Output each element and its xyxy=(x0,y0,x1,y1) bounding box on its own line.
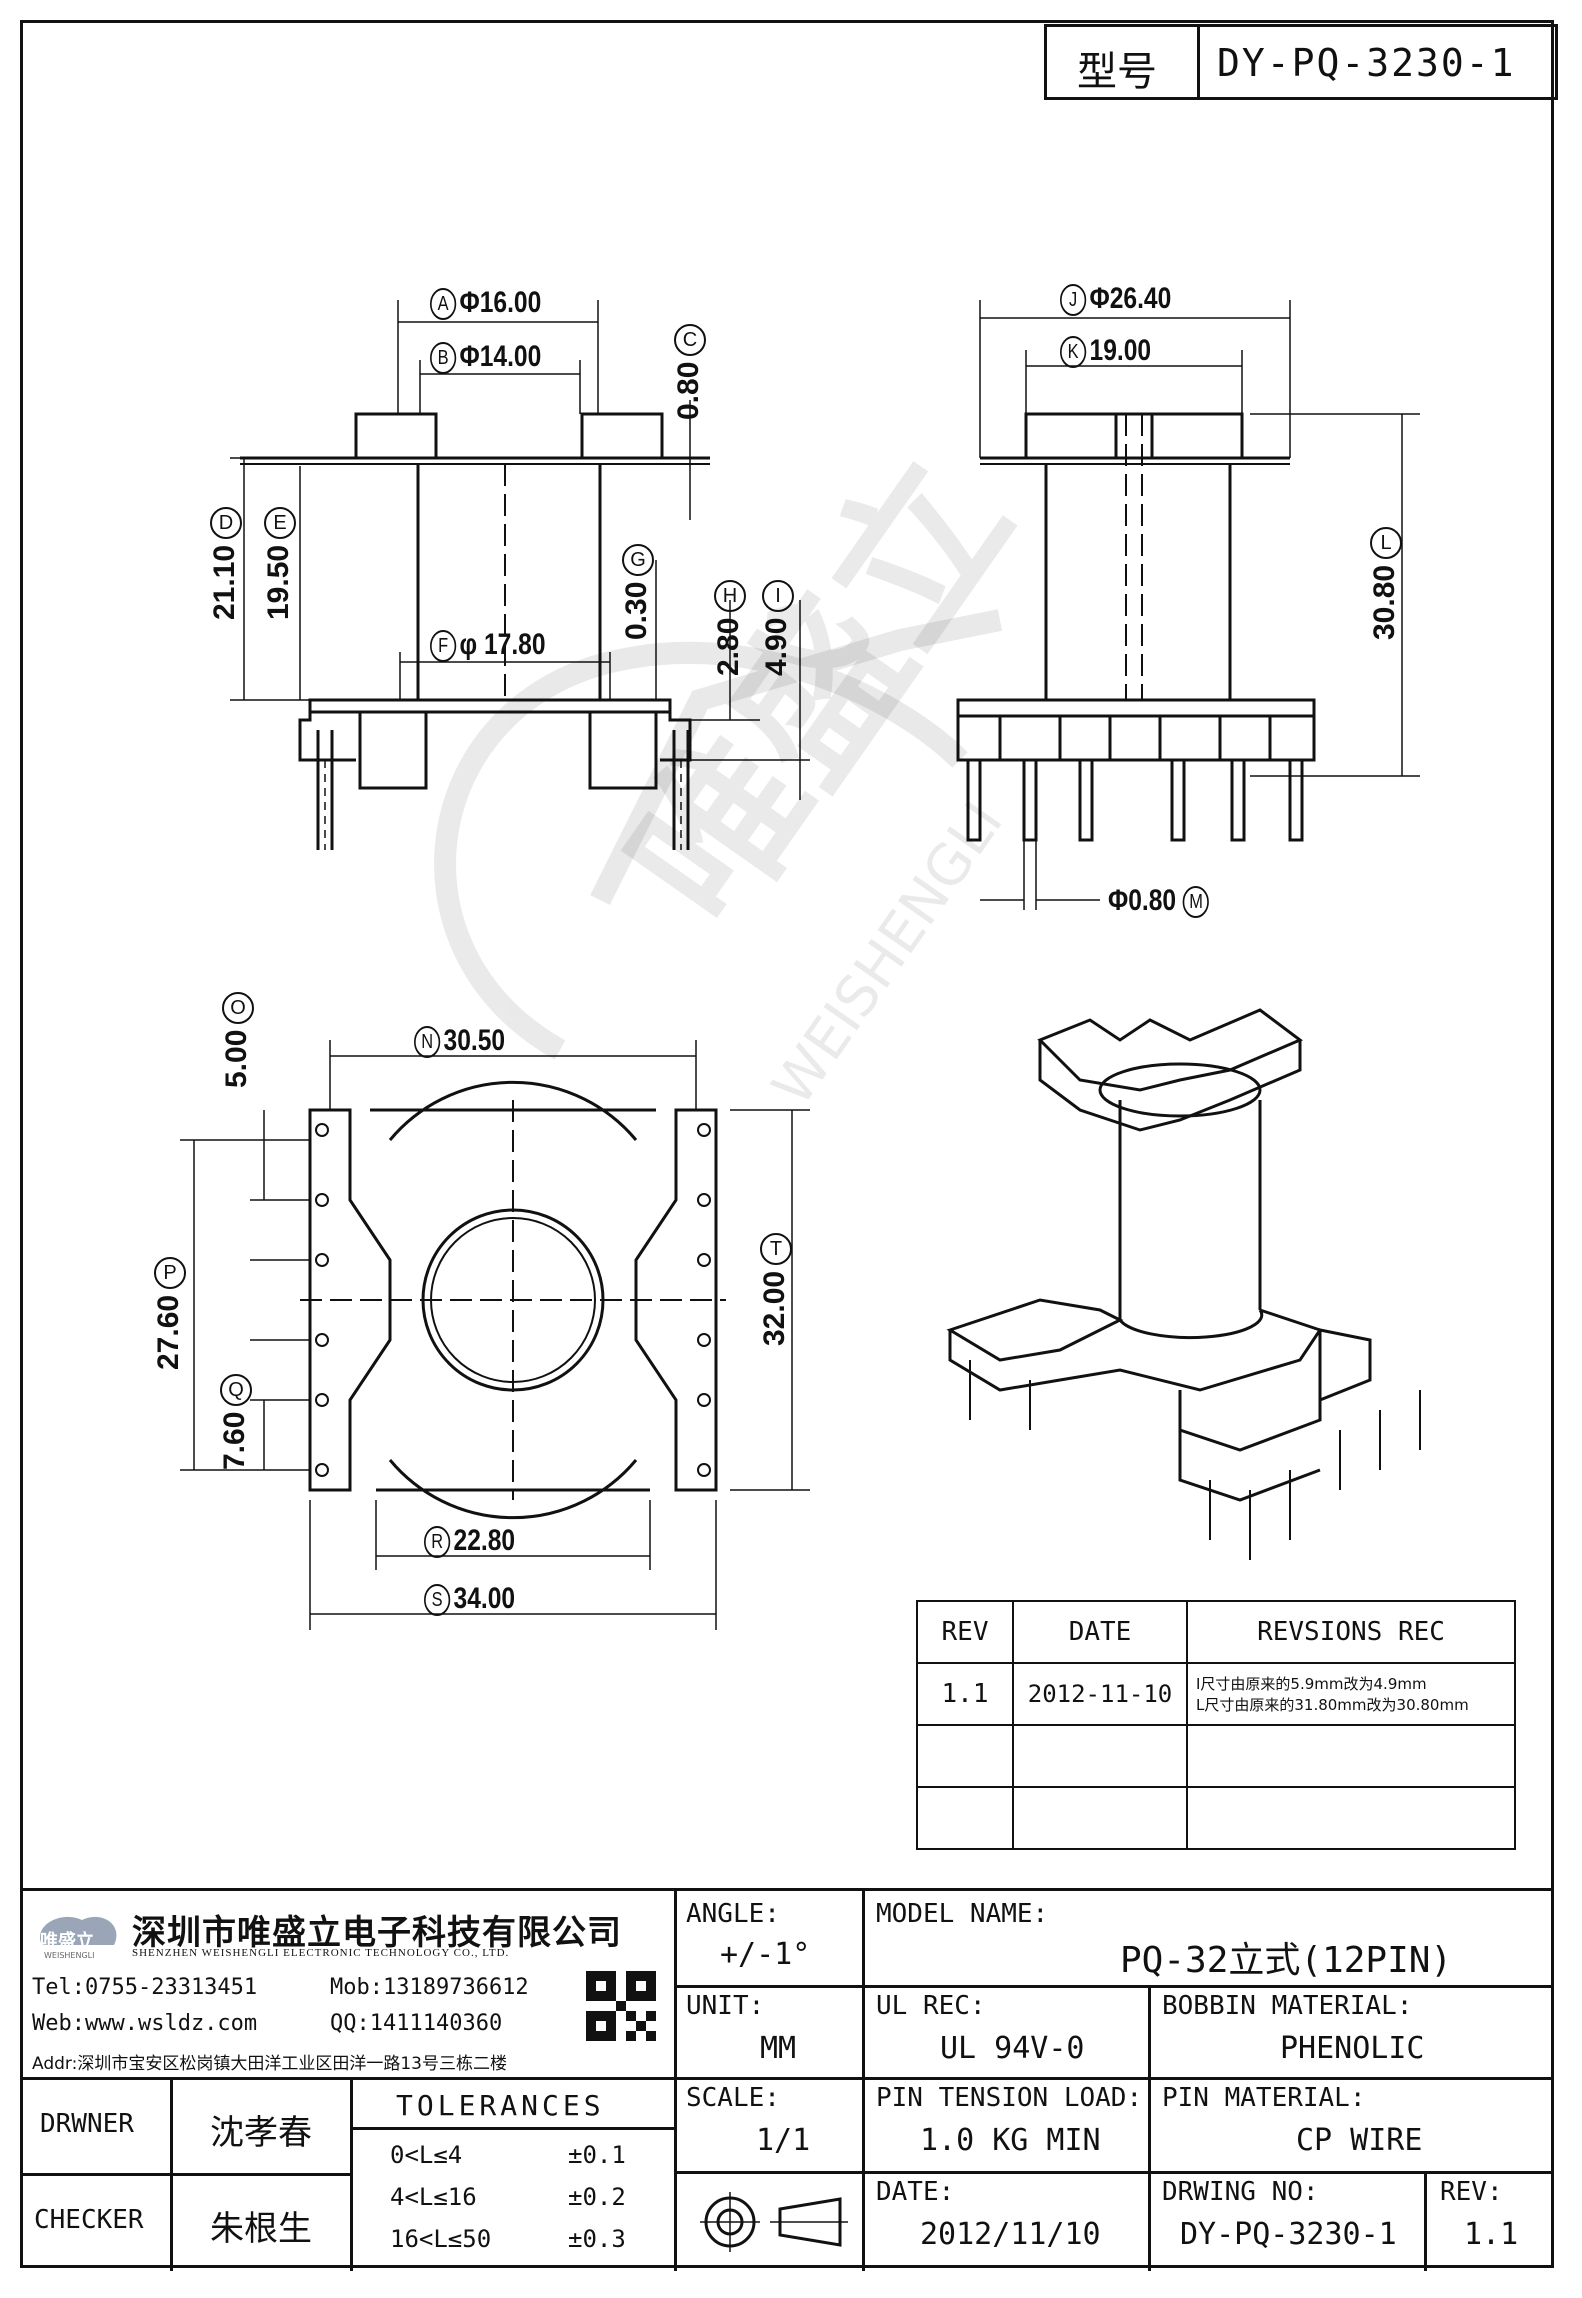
dim-T: 32.00T xyxy=(758,1232,793,1346)
bottom-view xyxy=(300,1080,726,1520)
dim-E: 19.50E xyxy=(262,506,297,620)
angle-label: ANGLE: xyxy=(686,1899,780,1929)
isometric-pins xyxy=(969,1360,1421,1560)
side-view-pins xyxy=(966,758,1304,842)
tolerance-range-3: 16<L≤50 xyxy=(390,2225,492,2253)
dim-P: 27.60P xyxy=(152,1256,187,1370)
tolerance-range-1: 0<L≤4 xyxy=(390,2141,463,2169)
rev-row-rec-line1: I尺寸由原来的5.9mm改为4.9mm xyxy=(1196,1675,1427,1693)
dim-O: 5.00O xyxy=(220,991,255,1088)
model-name-label: MODEL NAME: xyxy=(876,1899,1049,1929)
model-header-value: DY-PQ-3230-1 xyxy=(1217,41,1516,85)
company-address: Addr:深圳市宝安区松岗镇大田洋工业区田洋一路13号三栋二楼 xyxy=(32,2054,507,2074)
tolerance-value-2: ±0.2 xyxy=(568,2183,626,2211)
date-value: 2012/11/10 xyxy=(920,2217,1101,2252)
tolerance-value-1: ±0.1 xyxy=(568,2141,626,2169)
pin-tension-label: PIN TENSION LOAD: xyxy=(876,2083,1143,2113)
checker-name: 朱根生 xyxy=(210,2209,312,2249)
angle-value: +/-1° xyxy=(720,1937,811,1972)
bottom-view-dims xyxy=(180,1040,810,1630)
dim-C: 0.80C xyxy=(672,323,707,420)
side-view xyxy=(956,412,1316,842)
ul-rec-label: UL REC: xyxy=(876,1991,986,2021)
rev-header-date: DATE xyxy=(1012,1600,1188,1664)
dim-Q: 7.60Q xyxy=(218,1373,253,1470)
unit-value: MM xyxy=(760,2031,797,2066)
scale-label: SCALE: xyxy=(686,2083,780,2113)
revision-table: REV DATE REVSIONS REC 1.1 2012-11-10 I尺寸… xyxy=(916,1600,1516,1850)
tolerance-value-3: ±0.3 xyxy=(568,2225,626,2253)
drawing-no-value: DY-PQ-3230-1 xyxy=(1180,2217,1397,2252)
qr-code-icon xyxy=(586,1971,656,2041)
dim-L: 30.80L xyxy=(1368,526,1403,640)
dim-G: 0.30G xyxy=(620,543,655,640)
pin-material-value: CP WIRE xyxy=(1296,2123,1423,2158)
company-logo-sub: WEISHENGLI xyxy=(44,1951,95,1960)
projection-symbol-icon xyxy=(700,2187,850,2257)
bobbin-material-value: PHENOLIC xyxy=(1280,2031,1425,2066)
ul-rec-value: UL 94V-0 xyxy=(940,2031,1085,2066)
rev-header-rec: REVSIONS REC xyxy=(1186,1600,1516,1664)
company-mob: Mob:13189736612 xyxy=(330,1975,529,2000)
rev-label: REV: xyxy=(1440,2177,1503,2207)
drawer-name: 沈孝春 xyxy=(210,2113,312,2153)
scale-value: 1/1 xyxy=(756,2123,811,2158)
bobbin-material-label: BOBBIN MATERIAL: xyxy=(1162,1991,1413,2021)
dim-M: Φ0.80 M xyxy=(1108,884,1212,919)
company-name-en: SHENZHEN WEISHENGLI ELECTRONIC TECHNOLOG… xyxy=(132,1947,510,1959)
rev-header-rev: REV xyxy=(916,1600,1014,1664)
bottom-view-pin-holes xyxy=(315,1123,711,1477)
pin-material-label: PIN MATERIAL: xyxy=(1162,2083,1366,2113)
company-qq: QQ:1411140360 xyxy=(330,2011,503,2036)
tolerance-range-2: 4<L≤16 xyxy=(390,2183,477,2211)
date-label: DATE: xyxy=(876,2177,955,2207)
drawing-no-label: DRWING NO: xyxy=(1162,2177,1319,2207)
company-tel: Tel:0755-23313451 xyxy=(32,1975,258,2000)
isometric-view xyxy=(946,1008,1421,1560)
rev-value: 1.1 xyxy=(1464,2217,1519,2252)
side-view-dims xyxy=(979,300,1420,910)
pin-tension-value: 1.0 KG MIN xyxy=(920,2123,1101,2158)
checker-label: CHECKER xyxy=(34,2205,144,2235)
technical-drawing xyxy=(180,300,1421,1630)
rev-row-rev: 1.1 xyxy=(916,1662,1014,1726)
company-name-cn: 深圳市唯盛立电子科技有限公司 xyxy=(132,1913,622,1953)
tolerances-label: TOLERANCES xyxy=(396,2089,605,2122)
unit-label: UNIT: xyxy=(686,1991,765,2021)
rev-row-date: 2012-11-10 xyxy=(1012,1662,1188,1726)
title-block: 唯盛立 WEISHENGLI 深圳市唯盛立电子科技有限公司 SHENZHEN W… xyxy=(20,1888,1554,2271)
drawing-sheet xyxy=(20,20,1554,2268)
model-name-value: PQ-32立式(12PIN) xyxy=(1120,1940,1453,1981)
model-header-label: 型号 xyxy=(1077,49,1157,95)
front-view-dims xyxy=(230,300,810,800)
company-web: Web:www.wsldz.com xyxy=(32,2011,258,2036)
company-logo: 唯盛立 WEISHENGLI xyxy=(32,1905,124,1961)
rev-row-rec-line2: L尺寸由原来的31.80mm改为30.80mm xyxy=(1196,1696,1469,1714)
rev-row-rec: I尺寸由原来的5.9mm改为4.9mm L尺寸由原来的31.80mm改为30.8… xyxy=(1186,1662,1516,1726)
drawer-label: DRWNER xyxy=(40,2109,134,2139)
dim-D: 21.10D xyxy=(208,506,243,620)
company-logo-text: 唯盛立 xyxy=(40,1931,94,1952)
model-header-box: 型号 DY-PQ-3230-1 xyxy=(1044,24,1558,100)
